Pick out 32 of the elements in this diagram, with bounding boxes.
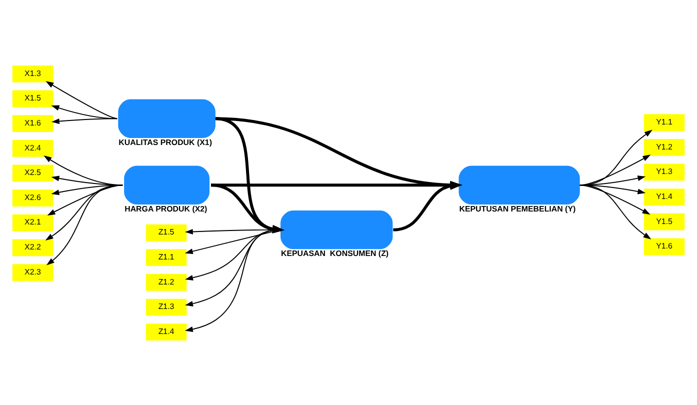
node-box: Y1.1 bbox=[644, 114, 685, 131]
node-box: Z1.5 bbox=[146, 224, 187, 241]
node-box: X1.6 bbox=[12, 114, 54, 132]
node-box: X2.1 bbox=[12, 214, 54, 231]
node-label: KEPUASAN KONSUMEN (Z) bbox=[280, 248, 389, 258]
node-box: Y1.4 bbox=[644, 188, 685, 205]
arrow bbox=[51, 184, 124, 195]
node-box: Z1.3 bbox=[146, 298, 187, 316]
node-box: Y1.2 bbox=[644, 138, 685, 156]
node-label: KEPUTUSAN PEMEBELIAN (Y) bbox=[459, 204, 576, 213]
node-box: Y1.5 bbox=[644, 212, 685, 230]
arrow bbox=[579, 184, 652, 239]
node-box: Y1.6 bbox=[644, 238, 685, 255]
node-box: Z1.1 bbox=[146, 248, 187, 266]
node-box: X2.2 bbox=[12, 238, 54, 256]
arrow bbox=[47, 184, 124, 216]
node-box: Y1.3 bbox=[644, 163, 685, 180]
node-box: X1.3 bbox=[12, 64, 54, 82]
arrow bbox=[579, 184, 650, 214]
node-label: KUALITAS PRODUK (X1) bbox=[118, 137, 212, 146]
node-box: X2.3 bbox=[12, 264, 54, 280]
node-box: Z1.2 bbox=[146, 274, 187, 290]
node-box: X2.5 bbox=[12, 164, 54, 182]
node-box: X1.5 bbox=[12, 90, 54, 107]
arrow bbox=[46, 184, 124, 265]
node-label: HARGA PRODUK (X2) bbox=[124, 204, 208, 213]
node-box: Z1.4 bbox=[146, 323, 187, 340]
arrow bbox=[51, 118, 118, 124]
node-box: X2.4 bbox=[12, 139, 54, 156]
arrow bbox=[46, 80, 118, 119]
node-box: X2.6 bbox=[12, 189, 54, 206]
arrow bbox=[45, 184, 124, 240]
